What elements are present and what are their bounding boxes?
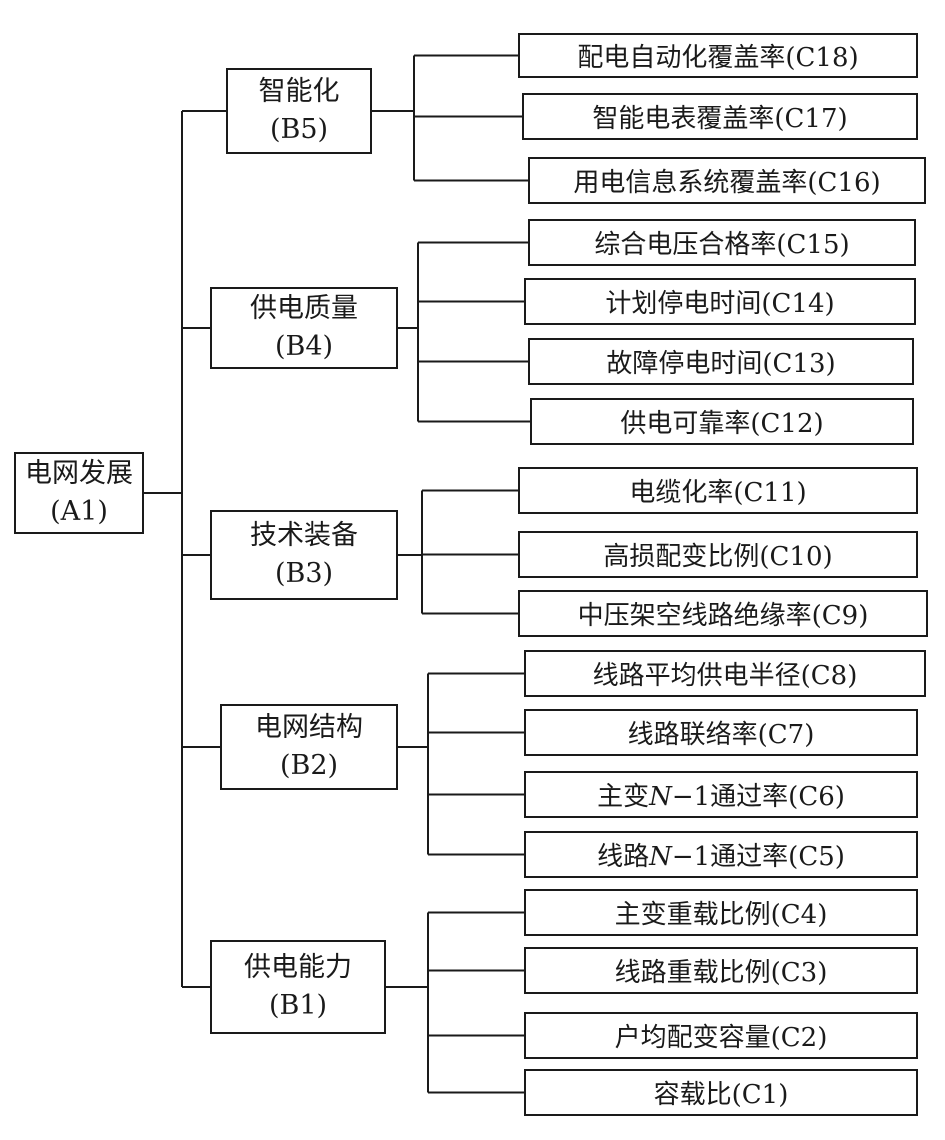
indicator-node: 智能电表覆盖率(C17): [522, 93, 918, 140]
group-code: (B4): [274, 331, 334, 362]
group-code: (B2): [279, 750, 339, 781]
indicator-label: 户均配变容量(C2): [614, 1023, 828, 1053]
indicator-node: 计划停电时间(C14): [524, 278, 916, 325]
indicator-node: 中压架空线路绝缘率(C9): [518, 590, 928, 637]
indicator-node: 户均配变容量(C2): [524, 1012, 918, 1059]
indicator-label: 主变N−1通过率(C6): [597, 776, 845, 813]
indicator-label: 容载比(C1): [653, 1080, 789, 1110]
indicator-node: 综合电压合格率(C15): [528, 219, 916, 266]
indicator-label: 线路平均供电半径(C8): [592, 661, 858, 691]
group-label: 电网结构: [255, 712, 363, 743]
indicator-label: 高损配变比例(C10): [603, 542, 833, 572]
indicator-label: 线路重载比例(C3): [614, 958, 828, 988]
indicator-node: 主变重载比例(C4): [524, 889, 918, 936]
root-node: 电网发展 (A1): [14, 452, 144, 534]
indicator-label: 线路联络率(C7): [627, 720, 815, 750]
group-node-1: 智能化 (B5): [226, 68, 372, 154]
group-node-5: 供电能力 (B1): [210, 940, 386, 1034]
group-node-4: 电网结构 (B2): [220, 704, 398, 790]
indicator-node: 电缆化率(C11): [518, 467, 918, 514]
indicator-node: 故障停电时间(C13): [528, 338, 914, 385]
indicator-node: 供电可靠率(C12): [530, 398, 914, 445]
indicator-node: 容载比(C1): [524, 1069, 918, 1116]
indicator-label: 计划停电时间(C14): [605, 289, 835, 319]
indicator-node: 用电信息系统覆盖率(C16): [528, 157, 926, 204]
indicator-variable: N: [649, 782, 672, 812]
indicator-node: 线路N−1通过率(C5): [524, 831, 918, 878]
group-node-3: 技术装备 (B3): [210, 510, 398, 600]
indicator-node: 线路重载比例(C3): [524, 947, 918, 994]
root-code: (A1): [50, 496, 108, 527]
group-label: 智能化: [258, 76, 340, 107]
group-label: 技术装备: [250, 520, 358, 551]
group-label: 供电质量: [250, 293, 358, 324]
group-code: (B3): [274, 558, 334, 589]
indicator-label: 智能电表覆盖率(C17): [592, 104, 848, 134]
indicator-label: 供电可靠率(C12): [620, 409, 824, 439]
indicator-node: 高损配变比例(C10): [518, 531, 918, 578]
indicator-node: 配电自动化覆盖率(C18): [518, 33, 918, 78]
group-code: (B5): [269, 114, 329, 145]
indicator-node: 主变N−1通过率(C6): [524, 771, 918, 818]
indicator-label: 配电自动化覆盖率(C18): [577, 43, 859, 73]
indicator-node: 线路联络率(C7): [524, 709, 918, 756]
indicator-label: 中压架空线路绝缘率(C9): [577, 601, 869, 631]
indicator-label: 主变重载比例(C4): [614, 900, 828, 930]
root-label: 电网发展: [25, 458, 133, 489]
indicator-label: 线路N−1通过率(C5): [597, 836, 845, 873]
indicator-label: 用电信息系统覆盖率(C16): [573, 168, 881, 198]
group-label: 供电能力: [244, 952, 352, 983]
indicator-label: 故障停电时间(C13): [606, 349, 836, 379]
indicator-node: 线路平均供电半径(C8): [524, 650, 926, 697]
indicator-label: 综合电压合格率(C15): [594, 230, 850, 260]
indicator-prefix: 主变: [597, 782, 650, 812]
indicator-prefix: 线路: [597, 842, 650, 872]
group-code: (B1): [268, 990, 328, 1021]
indicator-label: 电缆化率(C11): [629, 478, 807, 508]
indicator-suffix: −1通过率(C5): [671, 842, 845, 872]
group-node-2: 供电质量 (B4): [210, 287, 398, 369]
indicator-variable: N: [649, 842, 672, 872]
indicator-suffix: −1通过率(C6): [671, 782, 845, 812]
